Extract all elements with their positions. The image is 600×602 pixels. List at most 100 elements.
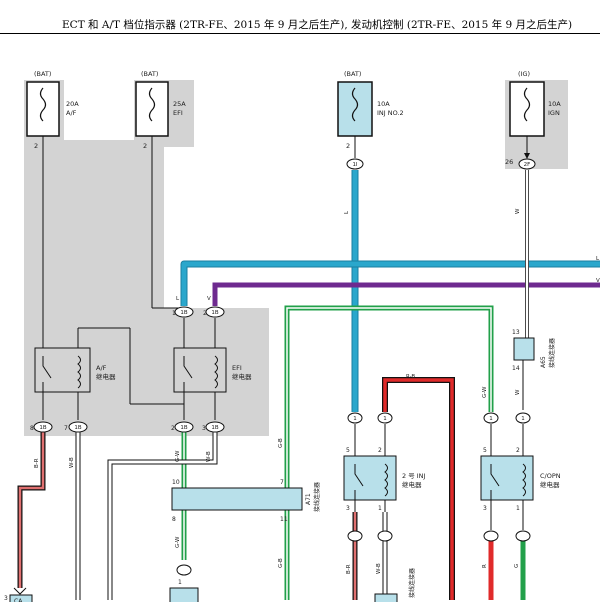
svg-text:3: 3 [346, 505, 350, 512]
svg-text:接线连接器: 接线连接器 [548, 338, 556, 368]
wire-l-blue [180, 170, 600, 412]
svg-text:1B: 1B [180, 310, 187, 316]
svg-text:G-W: G-W [482, 386, 488, 398]
svg-text:1: 1 [489, 416, 493, 422]
svg-text:EFI: EFI [173, 109, 183, 117]
svg-text:(BAT): (BAT) [344, 70, 361, 78]
svg-text:继电器: 继电器 [96, 372, 116, 381]
svg-text:L: L [596, 256, 600, 262]
fuse-efi: (BAT) 25A EFI 2 [135, 70, 186, 150]
svg-text:7: 7 [280, 479, 284, 486]
svg-text:A/F: A/F [66, 109, 77, 117]
relay-af: A/F 继电器 [34, 347, 116, 393]
page-title: ECT 和 A/T 档位指示器 (2TR-FE、2015 年 9 月之后生产),… [62, 19, 573, 31]
svg-text:1I: 1I [352, 162, 357, 168]
relay-inj2: 2 号 INJ 继电器 5 2 3 1 [343, 447, 426, 512]
svg-text:W-B: W-B [69, 457, 75, 468]
svg-text:A/F: A/F [96, 364, 107, 372]
svg-text:(IG): (IG) [518, 70, 530, 78]
svg-text:CA: CA [14, 598, 23, 602]
svg-text:13: 13 [512, 329, 520, 336]
svg-text:2: 2 [203, 310, 207, 317]
terminal-oval-labels: 1I 2F 1B 1B 1B 1B 1B 1B 1 1 1 1 [39, 162, 530, 431]
svg-text:3: 3 [483, 505, 487, 512]
page-header: ECT 和 A/T 档位指示器 (2TR-FE、2015 年 9 月之后生产),… [0, 0, 600, 34]
svg-text:2: 2 [171, 425, 175, 432]
svg-text:G-B: G-B [278, 558, 284, 568]
svg-text:继电器: 继电器 [540, 480, 560, 489]
svg-text:2: 2 [143, 142, 147, 150]
svg-text:C/OPN: C/OPN [540, 472, 561, 480]
svg-text:B-R: B-R [346, 564, 352, 574]
wiring-diagram: (BAT) 20A A/F 2 (BAT) 25A EFI 2 (BAT) 10… [4, 70, 600, 602]
svg-text:1B: 1B [211, 425, 218, 431]
svg-text:W-B: W-B [376, 563, 382, 574]
svg-text:V: V [596, 278, 600, 284]
svg-text:继电器: 继电器 [402, 480, 422, 489]
svg-text:B-R: B-R [34, 458, 40, 468]
wire-v-violet [212, 282, 600, 306]
svg-text:26: 26 [505, 158, 513, 166]
svg-text:V: V [207, 296, 211, 302]
fuse-ign: (IG) 10A IGN 26 [505, 70, 561, 166]
svg-text:1: 1 [172, 310, 176, 317]
relay-copn: C/OPN 继电器 5 2 3 1 [480, 447, 561, 512]
svg-text:R-B: R-B [406, 374, 415, 380]
relay-block-shade [24, 80, 269, 436]
svg-text:5: 5 [483, 447, 487, 454]
svg-text:(BAT): (BAT) [141, 70, 158, 78]
svg-text:G-W: G-W [175, 450, 181, 462]
wire-b-r [17, 432, 358, 600]
wire-g-w-green [181, 305, 494, 600]
svg-text:A65: A65 [540, 356, 547, 368]
svg-text:G-W: G-W [175, 536, 181, 548]
svg-text:2F: 2F [524, 162, 531, 168]
svg-text:W: W [515, 389, 521, 395]
svg-text:1: 1 [378, 505, 382, 512]
lower-component-mid [374, 593, 398, 602]
svg-text:20A: 20A [66, 100, 79, 108]
svg-text:10A: 10A [377, 100, 390, 108]
wire-color-labels: L L V L V W W G-W B-R W-B G-W W-B G-B G-… [34, 208, 600, 574]
svg-text:1B: 1B [211, 310, 218, 316]
svg-text:1B: 1B [39, 425, 46, 431]
svg-text:A71: A71 [305, 493, 312, 505]
wire-r-b [382, 377, 455, 600]
svg-text:2 号 INJ: 2 号 INJ [402, 472, 426, 480]
svg-text:1: 1 [383, 416, 387, 422]
svg-text:8: 8 [172, 516, 176, 523]
svg-text:W: W [515, 208, 521, 214]
svg-text:2: 2 [346, 142, 350, 150]
svg-text:1: 1 [353, 416, 357, 422]
svg-text:3: 3 [4, 595, 8, 602]
fuse-inj-no2: (BAT) 10A INJ NO.2 2 [337, 70, 404, 150]
svg-text:2: 2 [378, 447, 382, 454]
terminal-ovals [33, 158, 536, 576]
svg-text:7: 7 [64, 425, 68, 432]
svg-text:5: 5 [346, 447, 350, 454]
svg-text:14: 14 [512, 365, 520, 372]
svg-text:2: 2 [34, 142, 38, 150]
svg-text:3: 3 [202, 425, 206, 432]
svg-text:8: 8 [30, 425, 34, 432]
svg-text:11: 11 [280, 516, 288, 523]
svg-text:(BAT): (BAT) [34, 70, 51, 78]
svg-text:L: L [176, 296, 180, 302]
svg-text:1B: 1B [180, 425, 187, 431]
svg-text:IGN: IGN [548, 109, 560, 117]
lower-connector-label: 接线连接器 [408, 568, 416, 598]
svg-text:1: 1 [178, 579, 182, 586]
svg-text:L: L [344, 210, 350, 214]
svg-text:2: 2 [516, 447, 520, 454]
svg-text:1: 1 [521, 416, 525, 422]
wire-w-b [75, 432, 388, 600]
svg-text:接线连接器: 接线连接器 [313, 482, 321, 512]
svg-text:25A: 25A [173, 100, 186, 108]
connector-a71: 10 7 8 11 A71 接线连接器 [171, 479, 321, 523]
connector-a65: 13 14 A65 接线连接器 [512, 329, 556, 372]
svg-text:继电器: 继电器 [232, 372, 252, 381]
connector-ca: CA [9, 587, 33, 602]
svg-text:G: G [514, 564, 520, 568]
svg-text:1B: 1B [74, 425, 81, 431]
svg-text:10A: 10A [548, 100, 561, 108]
